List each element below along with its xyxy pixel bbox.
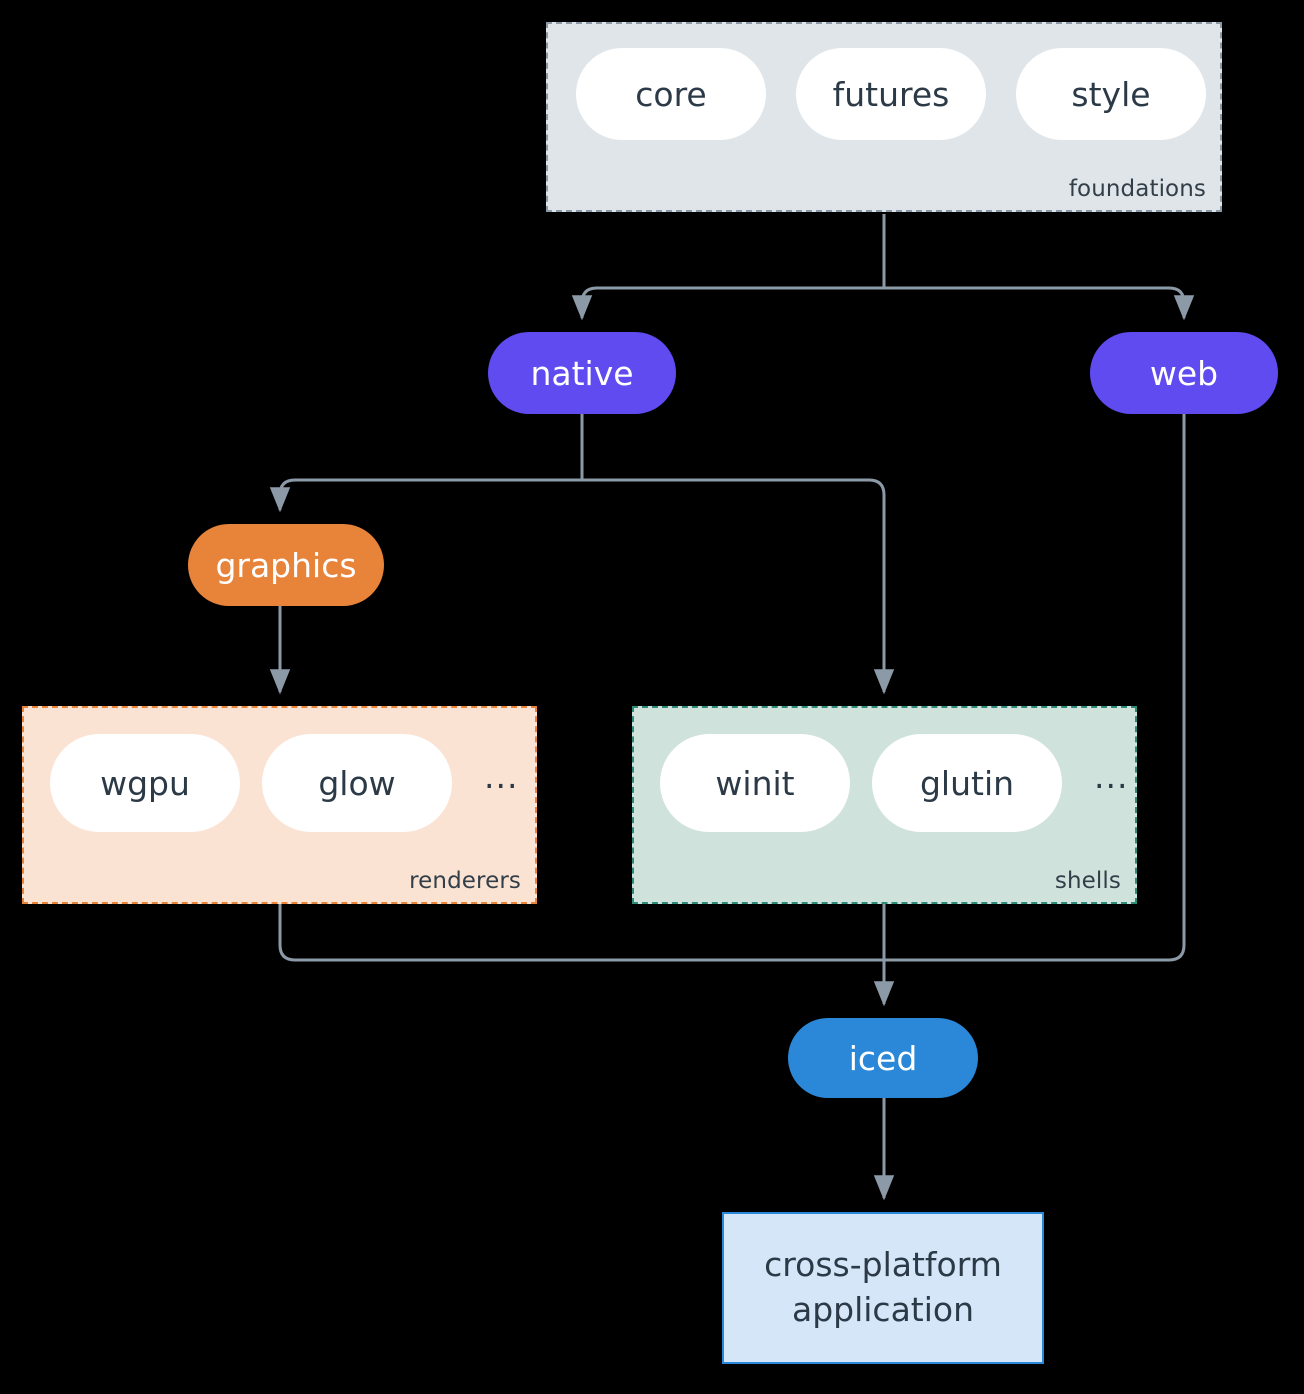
shells-more-ellipsis: ... bbox=[1094, 756, 1129, 796]
renderers-more-ellipsis: ... bbox=[484, 756, 519, 796]
group-shells[interactable]: winit glutin ... shells bbox=[632, 706, 1137, 904]
edge-foundations-to-native bbox=[571, 286, 884, 321]
node-native[interactable]: native bbox=[488, 332, 676, 414]
pill-style[interactable]: style bbox=[1016, 48, 1206, 140]
edge-renderers-to-iced bbox=[278, 904, 884, 962]
node-iced[interactable]: iced bbox=[788, 1018, 978, 1098]
group-label-foundations: foundations bbox=[1068, 176, 1206, 202]
edge-foundations-to-web bbox=[884, 286, 1195, 321]
group-label-renderers: renderers bbox=[409, 868, 521, 894]
edge-native-to-graphics bbox=[269, 478, 582, 513]
group-label-shells: shells bbox=[1054, 868, 1121, 894]
pill-winit[interactable]: winit bbox=[660, 734, 850, 832]
renderers-pill-row: wgpu glow ... bbox=[50, 734, 518, 832]
group-renderers[interactable]: wgpu glow ... renderers bbox=[22, 706, 537, 904]
node-web[interactable]: web bbox=[1090, 332, 1278, 414]
shells-pill-row: winit glutin ... bbox=[660, 734, 1128, 832]
group-foundations[interactable]: core futures style foundations bbox=[546, 22, 1222, 212]
node-application[interactable]: cross-platform application bbox=[722, 1212, 1044, 1364]
pill-futures[interactable]: futures bbox=[796, 48, 986, 140]
application-line-1: cross-platform bbox=[764, 1245, 1002, 1285]
pill-glutin[interactable]: glutin bbox=[872, 734, 1062, 832]
node-graphics[interactable]: graphics bbox=[188, 524, 384, 606]
pill-glow[interactable]: glow bbox=[262, 734, 452, 832]
pill-wgpu[interactable]: wgpu bbox=[50, 734, 240, 832]
pill-core[interactable]: core bbox=[576, 48, 766, 140]
application-line-2: application bbox=[791, 1290, 975, 1329]
foundations-pill-row: core futures style bbox=[576, 48, 1206, 140]
edge-native-to-shells bbox=[582, 478, 895, 695]
